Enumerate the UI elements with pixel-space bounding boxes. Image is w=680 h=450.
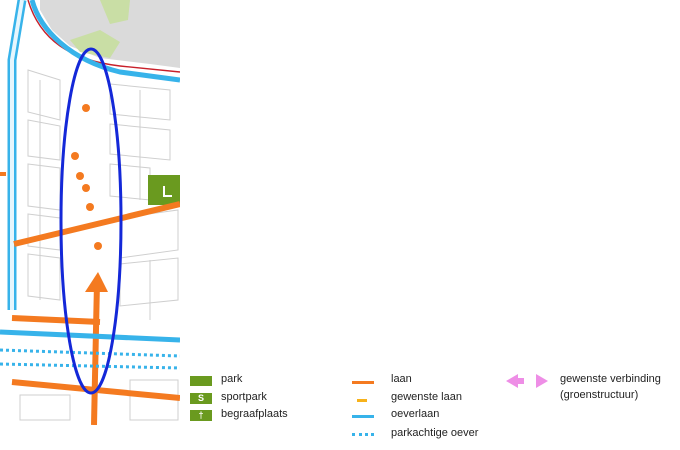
double-arrow-icon [506, 374, 548, 388]
laan-arrow [85, 272, 108, 292]
laan-vertical [91, 281, 100, 425]
laan-swatch [352, 381, 374, 384]
canal-top [29, 0, 180, 83]
green-patch [70, 30, 120, 58]
oeverlaan-lower [0, 329, 180, 343]
parkachtige-oever [0, 348, 180, 358]
sportpark-symbol [163, 186, 172, 197]
highlight-ellipse [59, 47, 123, 395]
legend-gewenste-verbinding-label: gewenste verbinding [560, 373, 661, 385]
legend-begraafplaats-label: begraafplaats [221, 408, 288, 420]
parkachtige-oever-swatch [352, 433, 374, 436]
plot-grid [19, 69, 179, 421]
gewenste-laan-dots [71, 104, 102, 250]
legend-laan-label: laan [391, 373, 412, 385]
map [0, 0, 180, 425]
gewenste-laan-swatch [357, 399, 367, 402]
parkachtige-oever-2 [0, 362, 180, 370]
laan-horizontal-mid [11, 315, 101, 325]
legend-oeverlaan-label: oeverlaan [391, 408, 440, 420]
green-patch-2 [100, 0, 130, 24]
legend-parkachtige-oever-label: parkachtige oever [391, 427, 479, 439]
legend-park-label: park [221, 373, 243, 385]
legend-groenstructuur-label: (groenstructuur) [560, 389, 639, 401]
begraafplaats-swatch: † [190, 410, 212, 421]
legend-sportpark-label: sportpark [221, 391, 267, 403]
legend-gewenste-laan-label: gewenste laan [391, 391, 462, 403]
canal-left-inner [10, 0, 24, 310]
oeverlaan-swatch [352, 415, 374, 418]
park-swatch [190, 376, 212, 386]
laan-diagonal [13, 201, 180, 247]
sportpark-swatch: S [190, 393, 212, 404]
urban-block-top [40, 0, 180, 68]
